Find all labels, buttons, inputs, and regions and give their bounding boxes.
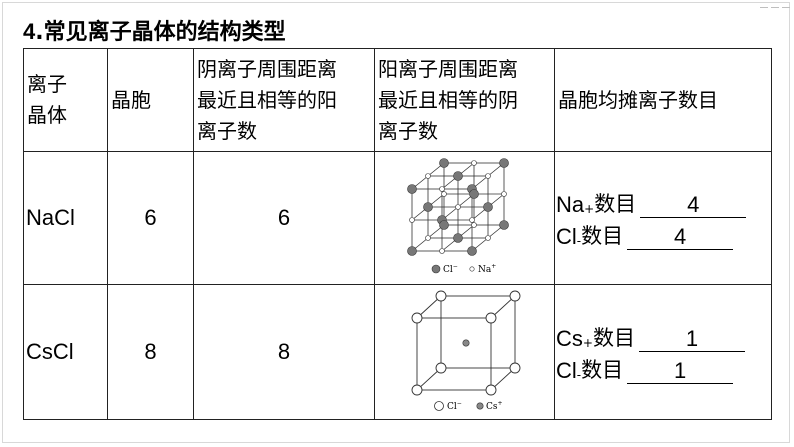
nacl-cell-diagram: Cl− Na+ — [374, 151, 555, 285]
cation-symbol: Na — [556, 192, 585, 217]
coordination-value: 6 — [193, 151, 375, 285]
legend-cation-label: Cs+ — [486, 400, 503, 412]
heading-number: 4 — [23, 19, 36, 44]
cation-charge: + — [584, 202, 595, 216]
slide-frame — [2, 2, 790, 443]
header-line: 最近且相等的阳 — [197, 87, 337, 112]
unit-cell-value: 6 — [107, 151, 194, 285]
count-word: 数目 — [581, 358, 624, 382]
header-line: 晶胞 — [111, 87, 151, 112]
cation-count-answer: 4 — [640, 194, 747, 218]
count-word: 数目 — [592, 326, 635, 350]
count-word: 数目 — [581, 224, 624, 248]
top-decoration — [760, 7, 790, 15]
legend-anion-label: Cl− — [443, 263, 458, 275]
header-anion-neighbors: 阴离子周围距离 最近且相等的阳 离子数 — [193, 48, 375, 152]
header-line: 阴离子周围距离 — [197, 56, 337, 81]
header-unit-cell: 晶胞 — [107, 48, 194, 152]
legend-cation-label: Na+ — [478, 263, 496, 275]
unit-cell-value: 8 — [107, 284, 194, 420]
header-line: 阳离子周围距离 — [378, 56, 518, 81]
header-line: 晶胞均摊离子数目 — [558, 87, 718, 112]
table-row-cscl: CsCl 8 8 Cl− Cs+ — [23, 284, 772, 420]
header-line: 晶体 — [27, 103, 67, 127]
header-line: 离子数 — [378, 118, 438, 143]
anion-charge: - — [576, 368, 582, 382]
header-line: 离子 — [27, 72, 67, 96]
nacl-lattice-diagram: Cl− Na+ — [406, 158, 509, 275]
anion-count-answer: 4 — [627, 226, 734, 250]
cation-charge: + — [582, 336, 593, 350]
crystal-name: NaCl — [23, 151, 108, 285]
legend-anion-label: Cl− — [447, 400, 462, 412]
header-row: 离子 晶体 晶胞 阴离子周围距离 最近且相等的阳 离子数 阳离子周围距离 最近且… — [23, 48, 772, 152]
crystal-name: CsCl — [23, 284, 108, 420]
cation-count-answer: 1 — [638, 328, 745, 352]
anion-charge: - — [576, 234, 582, 248]
header-line: 离子数 — [197, 118, 257, 143]
anion-symbol: Cl — [556, 358, 577, 383]
anion-symbol: Cl — [556, 224, 577, 249]
header-line: 最近且相等的阴 — [378, 87, 518, 112]
heading-text: .常见离子晶体的结构类型 — [35, 20, 286, 45]
table-row-nacl: NaCl 6 6 — [23, 151, 772, 285]
ionic-crystal-table: 离子 晶体 晶胞 阴离子周围距离 最近且相等的阳 离子数 阳离子周围距离 最近且… — [23, 48, 772, 420]
section-heading: 4.常见离子晶体的结构类型 — [23, 14, 286, 46]
header-ions-per-cell: 晶胞均摊离子数目 — [554, 48, 772, 152]
cscl-cell-diagram: Cl− Cs+ — [374, 284, 555, 420]
header-cation-neighbors: 阳离子周围距离 最近且相等的阴 离子数 — [374, 48, 555, 152]
count-word: 数目 — [594, 192, 637, 216]
anion-count-answer: 1 — [627, 360, 734, 384]
cscl-lattice-diagram: Cl− Cs+ — [411, 290, 520, 412]
header-crystal-type: 离子 晶体 — [23, 48, 108, 152]
cation-symbol: Cs — [556, 326, 583, 351]
coordination-value: 8 — [193, 284, 375, 420]
